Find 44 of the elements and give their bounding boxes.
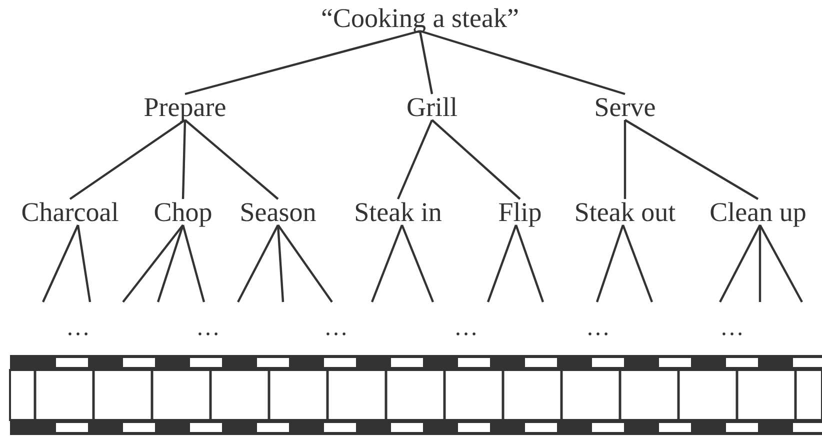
node-label: Charcoal bbox=[21, 197, 119, 227]
tree-line bbox=[400, 224, 434, 302]
tree-line bbox=[396, 120, 434, 200]
node-label: Steak in bbox=[354, 197, 442, 227]
node-label: Steak out bbox=[574, 197, 676, 227]
node-label: Grill bbox=[406, 92, 458, 122]
tree-line bbox=[156, 224, 184, 302]
ellipsis-text: … bbox=[196, 318, 220, 338]
tree-line bbox=[276, 224, 284, 302]
tree-line bbox=[719, 224, 761, 302]
tree-line bbox=[122, 224, 184, 303]
node-label: Season bbox=[240, 197, 316, 227]
tree-line bbox=[42, 224, 79, 302]
tree-line bbox=[370, 224, 404, 302]
node-label: Serve bbox=[594, 92, 656, 122]
tree-line bbox=[182, 120, 186, 200]
ellipsis-text: … bbox=[720, 318, 744, 338]
tree-line bbox=[624, 119, 759, 200]
tree-line bbox=[431, 119, 521, 200]
node-label: Chop bbox=[154, 197, 212, 227]
tree-line bbox=[514, 224, 544, 302]
ellipsis-text: … bbox=[324, 318, 348, 338]
tree-line bbox=[624, 120, 626, 199]
tree-line bbox=[486, 224, 518, 302]
tree-line bbox=[237, 224, 279, 302]
tree-line bbox=[622, 224, 654, 302]
ellipsis-text: … bbox=[454, 318, 478, 338]
tree-line bbox=[759, 224, 803, 303]
ellipsis-text: … bbox=[66, 318, 90, 338]
tree-line bbox=[76, 224, 92, 302]
tree-line bbox=[184, 30, 420, 96]
node-label: Clean up bbox=[710, 197, 806, 227]
tree-line bbox=[420, 30, 626, 96]
node-label: Flip bbox=[498, 197, 542, 227]
tree-line bbox=[758, 225, 762, 302]
node-label: Prepare bbox=[144, 92, 226, 122]
tree-line bbox=[69, 119, 186, 200]
tree-line bbox=[184, 119, 279, 200]
tree-line bbox=[182, 224, 206, 302]
tree-line bbox=[277, 224, 333, 303]
tree-line bbox=[418, 30, 434, 94]
tree-line bbox=[596, 224, 624, 302]
ellipsis-text: … bbox=[586, 318, 610, 338]
node-label: “Cooking a steak” bbox=[321, 3, 519, 33]
